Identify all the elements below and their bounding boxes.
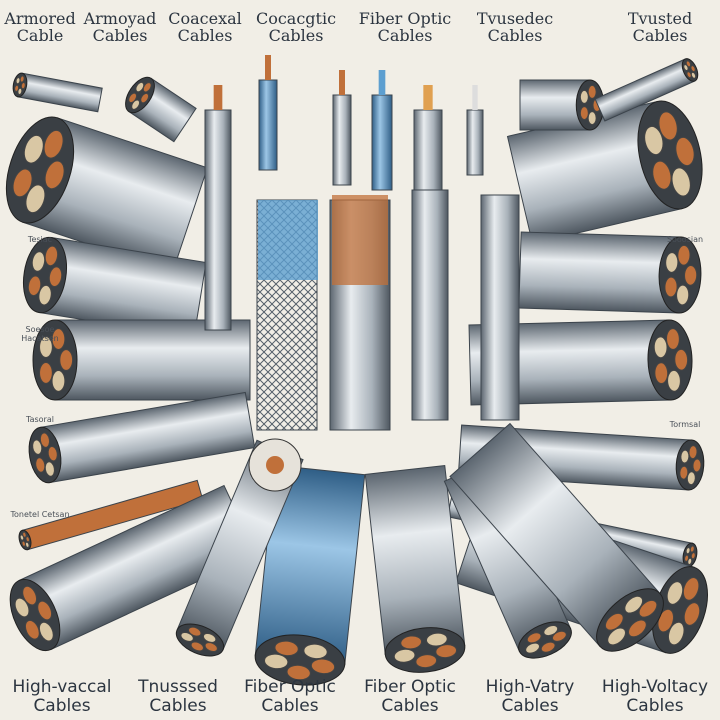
label-line1: Tvusedec bbox=[476, 9, 554, 28]
label-line2: Cables bbox=[487, 26, 543, 45]
label-line1: Armored bbox=[4, 9, 76, 28]
label-line1: High-vaccal bbox=[12, 677, 112, 697]
label-line1: High-Vatry bbox=[485, 677, 575, 697]
copper-strands-center bbox=[332, 195, 388, 285]
fiber-cable-top-4 bbox=[371, 94, 393, 191]
label-line2: Cables bbox=[177, 26, 233, 45]
armored-cable-right-1 bbox=[506, 100, 703, 245]
small-cable-right-top-2 bbox=[594, 58, 699, 122]
small-cable-right-top bbox=[519, 79, 605, 131]
fiber-cable-bottom-1 bbox=[254, 464, 366, 686]
coaxial-cable-top-2-core bbox=[265, 55, 271, 80]
armored-cable-left-1 bbox=[5, 116, 209, 273]
label-line1: Tvusted bbox=[627, 9, 693, 28]
label-line2: Cables bbox=[381, 696, 439, 716]
armored-cable-right-vertical bbox=[480, 194, 520, 421]
side-label: Tesiac bbox=[27, 235, 53, 244]
small-cable-left-top bbox=[12, 72, 103, 113]
coaxial-cable-top-2 bbox=[258, 79, 278, 171]
side-label: Tonetel Cetsan bbox=[10, 510, 70, 519]
label-line2: Cables bbox=[92, 26, 148, 45]
label-line1: Armoyad bbox=[83, 9, 157, 28]
label-line1: Tnusssed bbox=[138, 677, 218, 697]
label-line2: Cables bbox=[626, 696, 684, 716]
armored-cable-left-2 bbox=[22, 236, 207, 339]
side-label: Tasoral bbox=[26, 415, 54, 424]
label-line2: Cables bbox=[632, 26, 688, 45]
coaxial-cable-top-1 bbox=[204, 109, 232, 331]
cable-top-6-core bbox=[472, 85, 478, 110]
label-line1: High-Voltacy bbox=[601, 677, 709, 697]
label-line2: Cables bbox=[149, 696, 207, 716]
twisted-cable-bottom-3 bbox=[175, 439, 304, 657]
label-line2: Cables bbox=[268, 26, 324, 45]
label-line1: Coacexal bbox=[168, 9, 242, 28]
fiber-cable-bottom-2 bbox=[364, 465, 466, 673]
side-label: Sooosian bbox=[666, 235, 704, 244]
coaxial-cable-top-3 bbox=[332, 94, 352, 186]
label-line1: Fiber Optic bbox=[244, 677, 336, 697]
twisted-cable-left-4 bbox=[28, 391, 256, 484]
copper-cable-left-5 bbox=[18, 479, 204, 551]
label-line2: Cable bbox=[16, 26, 64, 45]
small-cable-left-top-2 bbox=[125, 76, 197, 143]
cable-top-6 bbox=[466, 109, 484, 176]
fiber-strands-left bbox=[258, 200, 318, 280]
coax-core bbox=[266, 456, 284, 474]
coaxial-cable-top-3-core bbox=[339, 70, 345, 95]
fiber-cable-top-5 bbox=[413, 109, 443, 191]
label-line2: Cables bbox=[377, 26, 433, 45]
copper-cable-left-3 bbox=[32, 319, 251, 401]
label-line1: Fiber Optic bbox=[364, 677, 456, 697]
side-label: Tormsal bbox=[669, 420, 701, 429]
coaxial-cable-top-1-core bbox=[213, 85, 223, 110]
armored-cable-right-2 bbox=[518, 231, 702, 314]
armored-cable-center-right bbox=[411, 189, 449, 421]
label-line1: Fiber Optic bbox=[358, 9, 452, 28]
side-label: Soesoe Hacatsen bbox=[21, 325, 59, 343]
coaxial-cable-right-3 bbox=[468, 319, 693, 406]
label-line1: Cocacgtic bbox=[255, 9, 337, 28]
label-line2: Cables bbox=[261, 696, 319, 716]
fiber-cable-top-5-core bbox=[423, 85, 433, 110]
label-line2: Cables bbox=[501, 696, 559, 716]
label-line2: Cables bbox=[33, 696, 91, 716]
fiber-cable-top-4-core bbox=[378, 70, 386, 95]
armored-cable-left-6 bbox=[9, 484, 257, 652]
high-voltage-cable-bottom-5 bbox=[449, 422, 664, 652]
